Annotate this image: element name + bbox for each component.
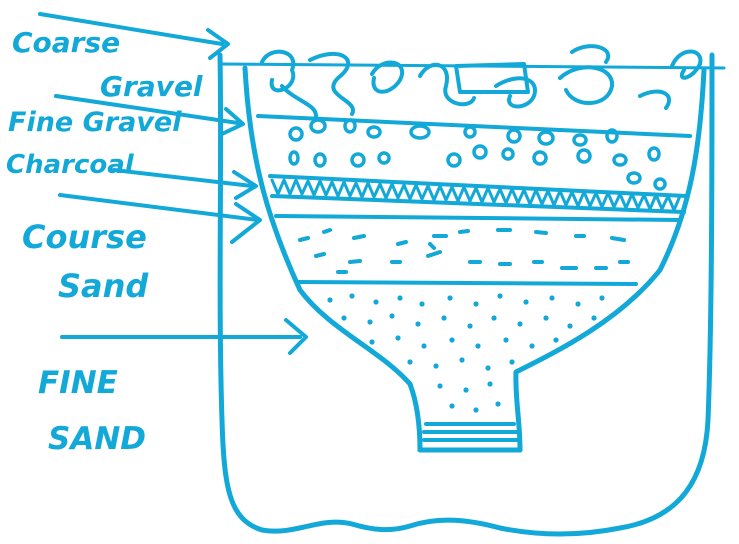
arrow-fine-sand bbox=[62, 320, 306, 353]
spout-filter bbox=[424, 424, 520, 440]
layer-coarse-sand bbox=[300, 230, 628, 272]
layer-dividers bbox=[258, 116, 690, 284]
label-fine-sand-line1: FINE bbox=[38, 365, 118, 401]
label-fine-sand-line2: SAND bbox=[48, 421, 146, 457]
label-coarse-sand-line1: Course bbox=[22, 218, 147, 256]
divider-coarse-sand bbox=[276, 216, 680, 220]
label-coarse-gravel-line2: Gravel bbox=[100, 70, 203, 103]
label-coarse-sand-line2: Sand bbox=[58, 267, 149, 305]
arrow-charcoal bbox=[114, 170, 256, 198]
funnel-left-wall bbox=[245, 68, 420, 450]
divider-fine-sand bbox=[298, 282, 636, 284]
label-charcoal: Charcoal bbox=[6, 150, 135, 180]
funnel-right-wall bbox=[516, 70, 704, 450]
layer-fine-sand bbox=[327, 293, 604, 412]
label-coarse-gravel-line1: Coarse bbox=[12, 26, 120, 59]
layer-coarse-gravel bbox=[262, 46, 700, 118]
labels: Coarse Gravel Fine Gravel Charcoal Cours… bbox=[6, 26, 203, 457]
